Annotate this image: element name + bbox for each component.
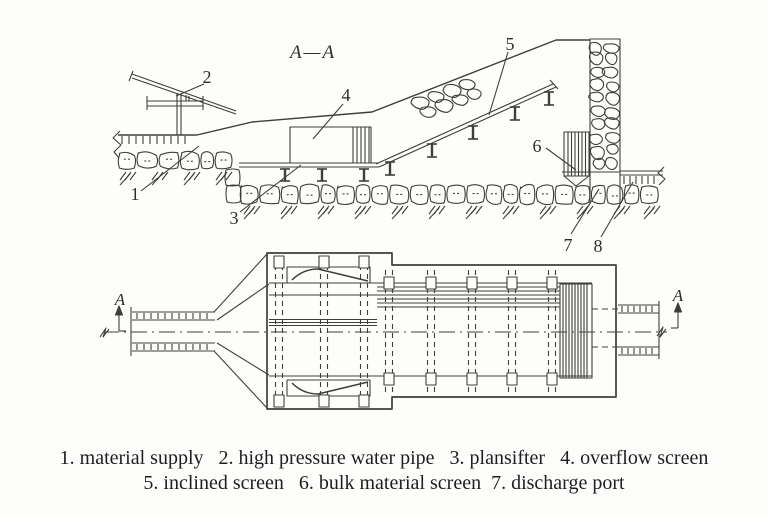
callout-2: 2 [203, 67, 212, 87]
funnel [213, 253, 270, 409]
callout-1: 1 [131, 184, 140, 204]
leader-7 [570, 188, 600, 235]
leader-3 [239, 164, 302, 213]
section-title: A—A [288, 42, 336, 63]
axis-break-left [99, 327, 110, 338]
lower-stone-row [239, 183, 659, 206]
leader-lines [140, 51, 634, 238]
high-pressure-water-pipe [128, 70, 237, 135]
overflow-screen-box [289, 126, 372, 164]
break-mark-left [112, 130, 122, 159]
step-stones [224, 168, 242, 204]
callout-5: 5 [506, 34, 515, 54]
bulk-material-screen-box [563, 131, 590, 187]
callout-4: 4 [342, 85, 351, 105]
incline-ibeams [385, 91, 554, 176]
leader-6 [545, 147, 577, 171]
inclined-screen [375, 79, 559, 168]
upper-stone-row [117, 150, 233, 171]
leader-8 [600, 181, 634, 238]
inlet-ticks [136, 313, 208, 350]
section-arrow-left [114, 305, 126, 332]
legend: 1. material supply 2. high pressure wate… [0, 446, 768, 496]
plan-crossbars [273, 255, 558, 408]
axis-break-right [656, 326, 667, 338]
legend-line-2: 5. inclined screen 6. bulk material scre… [143, 472, 625, 494]
leader-1 [140, 145, 200, 192]
left-ground-ticks [121, 136, 186, 144]
callout-8: 8 [594, 236, 603, 256]
legend-line-1: 1. material supply 2. high pressure wate… [59, 447, 709, 469]
right-ground [620, 166, 666, 186]
break-mark-right [657, 166, 666, 186]
right-ground-ticks [623, 176, 655, 184]
wall-rubble [588, 41, 621, 171]
plan-view: A A [99, 252, 684, 410]
floor-ibeams [280, 168, 369, 182]
upper-hatches [119, 171, 233, 186]
plan-overflow-screen-top [286, 266, 371, 284]
callout-6: 6 [533, 136, 542, 156]
plan-bulk-screen-grid [559, 283, 593, 379]
left-ground [112, 130, 197, 159]
leader-2 [175, 83, 205, 97]
slope-profile [196, 39, 590, 136]
section-marker-right: A [672, 286, 684, 305]
plan-deck-lines [269, 282, 592, 377]
callout-7: 7 [564, 235, 573, 255]
inlet-channel [130, 307, 215, 356]
leader-5 [488, 51, 509, 116]
lower-hatches [243, 205, 661, 220]
plan-grid-lines [562, 284, 588, 378]
discharge-port [562, 171, 621, 203]
cross-section-view: A—A 1 2 3 4 5 6 7 8 [112, 34, 666, 256]
plansifter-floor [239, 162, 379, 168]
section-marker-left: A [114, 290, 126, 309]
plan-outer-box [266, 252, 617, 410]
plan-overflow-screen-bottom [286, 379, 371, 397]
leader-4 [312, 103, 344, 140]
slope-stones [410, 79, 482, 118]
outlet-ticks [621, 306, 653, 354]
section-arrow-right [671, 302, 683, 329]
outlet-channel [592, 301, 660, 359]
callout-3: 3 [230, 208, 239, 228]
